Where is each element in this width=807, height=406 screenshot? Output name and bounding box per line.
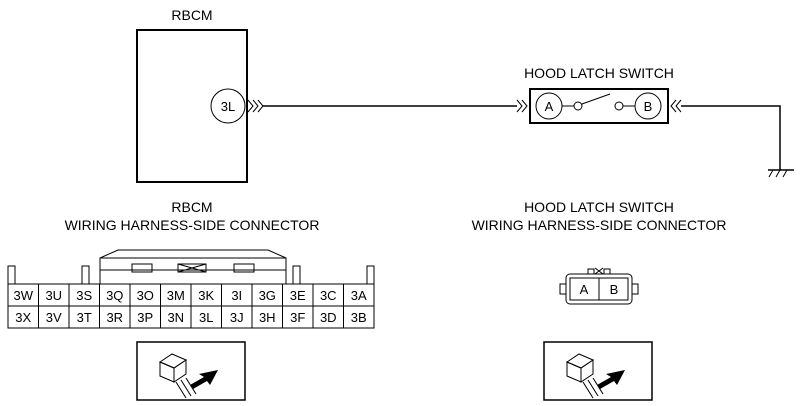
rbcm-connector-title: RBCM (171, 199, 212, 215)
switch-connector-subtitle: WIRING HARNESS-SIDE CONNECTOR (472, 217, 727, 233)
switch-terminal-a-label: A (545, 99, 554, 114)
rbcm-pin-label: 3E (290, 288, 306, 303)
switch-pin-a: A (580, 282, 589, 297)
rbcm-pin-label: 3J (230, 310, 244, 325)
rbcm-pin-label: 3L (199, 310, 213, 325)
rbcm-pin-label: 3A (351, 288, 367, 303)
harness-side-view-icon (136, 341, 246, 401)
switch-pin-b: B (610, 282, 619, 297)
rbcm-pin-label: 3B (351, 310, 367, 325)
rbcm-pin-label: 3M (167, 288, 185, 303)
rbcm-connector-chevrons-icon (247, 99, 264, 113)
rbcm-terminal-label: 3L (221, 99, 235, 114)
switch-connector-title: HOOD LATCH SWITCH (524, 199, 674, 215)
rbcm-pin-label: 3N (167, 310, 184, 325)
rbcm-connector-shell (7, 249, 375, 285)
rbcm-pin-label: 3D (320, 310, 337, 325)
rbcm-pin-label: 3F (290, 310, 305, 325)
switch-contact-icon (562, 93, 635, 111)
rbcm-pin-label: 3U (45, 288, 62, 303)
rbcm-pin-label: 3H (259, 310, 276, 325)
rbcm-pin-label: 3K (198, 288, 214, 303)
rbcm-pin-label: 3G (259, 288, 276, 303)
rbcm-module-box (136, 29, 248, 183)
wire-b-to-ground (681, 105, 781, 170)
ground-symbol-icon (768, 169, 794, 178)
rbcm-pin-label: 3V (46, 310, 62, 325)
rbcm-pin-label: 3T (77, 310, 92, 325)
rbcm-pin-label: 3C (320, 288, 337, 303)
rbcm-connector-subtitle: WIRING HARNESS-SIDE CONNECTOR (65, 217, 320, 233)
switch-b-chevrons-icon (670, 99, 682, 113)
switch-connector-shell (559, 267, 639, 305)
rbcm-pin-label: 3W (14, 288, 34, 303)
rbcm-pin-label: 3R (106, 310, 123, 325)
rbcm-pin-label: 3S (76, 288, 92, 303)
rbcm-pin-label: 3I (231, 288, 242, 303)
rbcm-pin-label: 3P (137, 310, 153, 325)
rbcm-pin-label: 3X (15, 310, 31, 325)
hood-latch-switch-box (529, 88, 669, 124)
harness-side-view-icon (543, 341, 653, 401)
rbcm-pin-label: 3O (137, 288, 154, 303)
rbcm-pin-label: 3Q (106, 288, 123, 303)
switch-a-chevrons-icon (516, 99, 528, 113)
rbcm-terminal-circle (210, 88, 246, 124)
rbcm-title: RBCM (171, 7, 212, 23)
rbcm-pin-cell (343, 305, 375, 329)
switch-terminal-b-label: B (644, 99, 653, 114)
rbcm-connector-pin-grid: 3W 3U 3S 3Q 3O 3M 3K 3I 3G 3E 3C 3A 3X 3V 3T 3R 3P 3N 3L 3J… (7, 283, 375, 329)
hood-latch-switch-title: HOOD LATCH SWITCH (524, 65, 674, 81)
